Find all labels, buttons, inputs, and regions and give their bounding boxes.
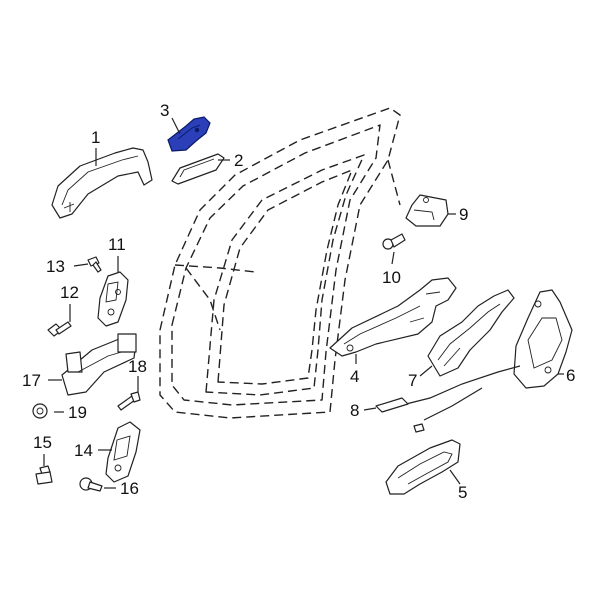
callout-7: 7 [408,371,417,390]
part-7-lock-bracket [427,289,515,377]
part-12-bolt [47,321,72,337]
part-5-inside-handle [385,439,461,495]
callout-13: 13 [46,257,65,276]
callout-11: 11 [108,235,126,254]
part-2-handle-gasket [171,153,225,185]
part-10-bolt [382,233,406,250]
callout-16: 16 [120,479,139,498]
leader-lines [43,117,564,489]
part-1-outside-handle [51,147,153,219]
part-14-lower-hinge [105,421,141,483]
callout-9: 9 [459,205,468,224]
part-11-upper-hinge [97,271,129,327]
part-15-bolt [35,465,53,485]
callout-17: 17 [22,371,41,390]
callout-1: 1 [91,128,100,147]
part-4-handle-frame [329,277,457,357]
rear-door-frame [159,107,401,419]
callout-14: 14 [74,441,93,460]
callout-3: 3 [160,101,169,120]
part-19-nut [32,403,48,419]
callout-18: 18 [128,357,147,376]
callout-6: 6 [566,366,575,385]
part-16-bolt [79,477,103,492]
callout-labels: 1 2 3 4 5 6 7 8 9 10 11 12 13 14 15 16 1… [22,101,575,502]
callout-4: 4 [350,367,359,386]
part-13-bolt [87,256,102,273]
part-9-door-striker [405,194,449,227]
part-8-cable [375,365,521,433]
callout-15: 15 [33,433,52,452]
callout-12: 12 [60,283,79,302]
callout-2: 2 [234,151,243,170]
part-17-door-check [61,333,137,396]
callout-8: 8 [350,401,359,420]
part-6-door-latch [513,289,573,389]
part-3-handle-bracket [167,116,211,152]
part-18-bolt [117,391,141,411]
callout-10: 10 [382,268,401,287]
callout-19: 19 [68,403,87,422]
callout-5: 5 [458,483,467,502]
